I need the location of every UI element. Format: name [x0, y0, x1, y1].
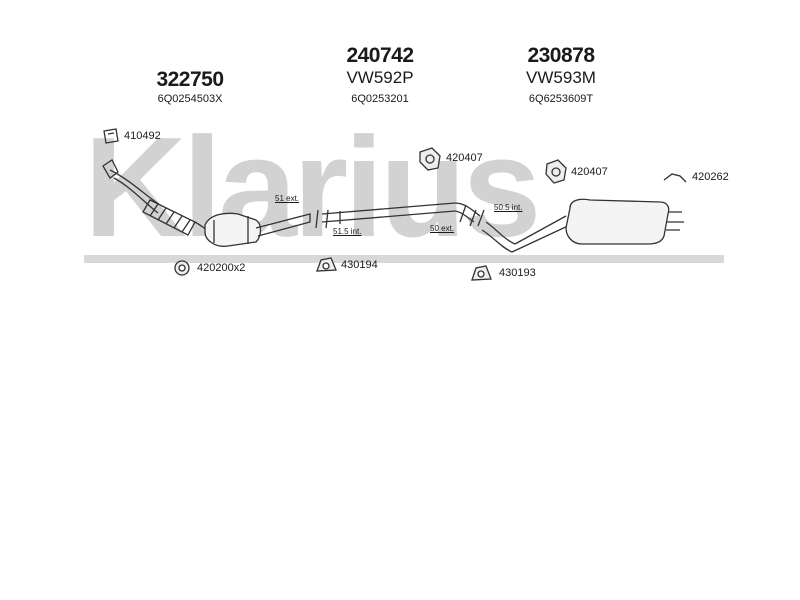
klarius-watermark: Klarius	[84, 108, 541, 267]
dim-51-ext: 51 ext.	[275, 194, 300, 203]
assembly-3-oem: 6Q6253609T	[528, 93, 594, 105]
dim-51-5-int: 51.5 int.	[333, 227, 362, 236]
front-pipe-icon	[102, 159, 213, 236]
label-gasket: 420200x2	[197, 262, 246, 274]
assembly-2-part-number: 240742	[346, 44, 414, 67]
bracket-icon	[663, 173, 687, 183]
label-clamp: 410492	[124, 130, 161, 142]
rear-pipe-icon	[469, 209, 571, 253]
mount-mid-icon	[316, 257, 337, 272]
assembly-2-code: VW592P	[346, 68, 414, 87]
assembly-1-oem: 6Q0254503X	[157, 93, 223, 105]
hanger-mid-icon	[419, 147, 441, 171]
dim-50-ext: 50 ext.	[430, 224, 455, 233]
catalytic-converter-icon	[204, 212, 311, 247]
assembly-2-oem: 6Q0253201	[351, 93, 409, 105]
mount-rear-icon	[471, 265, 492, 281]
label-hanger-rear: 420407	[571, 166, 608, 178]
label-mount-rear: 430193	[499, 267, 536, 279]
label-bracket: 420262	[692, 171, 729, 183]
assembly-3-part-number: 230878	[527, 44, 595, 67]
middle-pipe-icon	[315, 202, 481, 229]
baseline-strip	[84, 255, 724, 263]
hanger-rear-icon	[545, 159, 567, 184]
rear-silencer-icon	[565, 198, 684, 245]
label-hanger-mid: 420407	[446, 152, 483, 164]
dim-50-5-int: 50.5 int.	[494, 203, 523, 212]
label-mount-mid: 430194	[341, 259, 378, 271]
assembly-1-part-number: 322750	[156, 68, 224, 91]
assembly-3-code: VW593M	[526, 68, 596, 87]
clamp-icon	[103, 128, 119, 144]
gasket-icon	[174, 260, 190, 276]
